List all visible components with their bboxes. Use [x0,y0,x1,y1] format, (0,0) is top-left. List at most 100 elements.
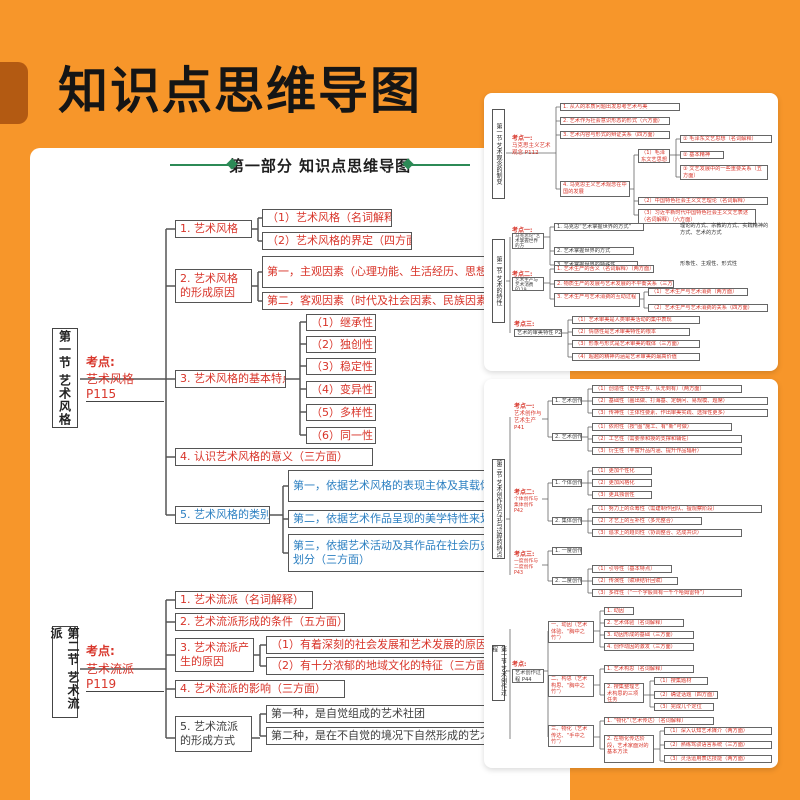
s1-item-4: 4. 认识艺术风格的意义（三方面） [175,448,373,466]
thumb1-s1-more-1: （2）中国特色社会主义文艺理论（名词解释） [638,197,768,205]
thumb2-s4-ga-4: 4. 创作动因的激发（三方面） [604,643,694,651]
s2-item-1: 1. 艺术流派（名词解释） [175,591,313,609]
thumb2-section-3: 第三节 艺术创作的方式与过程的特点 [492,459,505,559]
thumb2-g2-sub-6: （3）追求上的趋同性（协调整合、达成共识） [592,529,742,537]
thumb2-s4-gb2-3: （3）完成几个定位 [654,703,714,711]
thumbnail-page-1: 第一节 艺术观念的制变 考点一: 马克思主义艺术观念 P112 1. 从人的本质… [484,93,778,371]
thumb2-g2-2: 2. 集体创作 [552,517,582,525]
page-header-title: 第一部分 知识点思维导图 [228,156,412,175]
thumb1-s1-more-2: （3）习近平新时代中国特色社会主义文艺表述（名词解释）（六方面） [638,209,756,224]
thumb2-g2-sub-1: （1）更加个性化 [592,467,652,475]
thumb2-s4-ga-2: 2. 艺术体验（名词解释） [604,619,684,627]
thumb1-s2-k1-item-1: 1. 马克思“艺术掌握世界的方式” [554,223,644,231]
section-title-2: 第二节 艺术流派 [49,626,80,718]
thumb1-s2-k2-sub-1: （1）艺术生产与艺术消费（两方面） [648,288,748,296]
thumb2-s4-ga-1: 1. 动因 [604,607,634,615]
thumb2-s4-gb2-2: （2）确证话题（四方面） [654,691,718,699]
s2-item-5-sub-1: 第一种，是自觉组成的艺术社团 [266,705,486,723]
s1-item-3-sub-4: （4）变异性 [306,381,376,398]
thumb1-s2-k2-item-3: 3. 艺术生产与艺术消费的互动过程 [554,293,640,307]
banner-title: 知识点思维导图 [58,62,422,120]
thumb1-s1-mao-sub-3: ③ 文艺发展中的一些重要关系（五方面） [680,165,768,180]
thumb2-g2-1: 1. 个体创作 [552,479,582,487]
thumb2-s4-g-1: 一、动因（艺术体验、“胸中之竹”） [548,621,594,643]
s1-item-3-sub-3: （3）稳定性 [306,358,376,375]
section-title-1: 第一节 艺术风格 [52,328,78,428]
thumb1-s1-mao-sub-2: ② 基本精神 [680,151,724,159]
page-header: 第一部分 知识点思维导图 [170,154,470,176]
thumb1-s2-k1-note-1: 理论的方式、宗教的方式、实践精神的方式、艺术的方式 [680,223,769,236]
thumb1-s2-kd1-label: 考点一: [512,227,533,234]
thumb1-s1-mao: （1）毛泽东文艺思想 [638,149,670,163]
thumb2-kd1-label: 考点一: [514,403,535,410]
thumb1-s1-kd-label: 考点一: [512,135,533,142]
s1-item-1-sub-2: （2）艺术风格的界定（四方面） [262,232,412,250]
thumb2-s4-g-2: 二、构思（艺术构思、“胸中之竹”） [548,675,594,697]
thumb1-s2-k3-item-3: （3）形象与形式是艺术审美的载体（三方面） [572,340,700,348]
thumb2-s4-g-3: 三、物化（艺术传达、“手中之竹”） [548,725,594,747]
thumb1-s2-k3-item-4: （4）超越的精神内涵是艺术审美的最高价值 [572,353,700,361]
thumb1-s1-item-3: 3. 艺术内容与形式的辩证关系（四方面） [560,131,670,139]
thumb2-s4-gc-2: 2. 在物化传达阶段，艺术家面对的基本方法 [604,735,654,763]
thumb1-s1-kd-value: 马克思主义艺术观念 P112 [512,143,551,156]
s1-item-3-sub-6: （6）同一性 [306,427,376,444]
thumb1-s2-kd2-value: 艺术生产与艺术消费 P119 [512,277,544,291]
thumb1-s2-kd3-label: 考点三: [514,321,535,328]
thumb2-g1-1: 1. 艺术创作 [552,397,582,405]
thumb2-g3-sub-3: （3）多样性（“一个字骰目有一千个哈姆雷特”） [592,589,742,597]
s1-item-2: 2. 艺术风格的形成原因 [175,269,252,303]
thumb2-kd2-label: 考点二: [514,489,535,496]
thumb1-s1-item-2: 2. 艺术作为社会意识形态的形式（六方面） [560,117,670,125]
thumb2-s4-kd-value: 艺术创作过程 P44 [512,669,544,683]
thumb2-g2-sub-3: （3）更具独创性 [592,491,652,499]
thumb2-g3-sub-1: （1）引导性（基本特点） [592,565,672,573]
thumb2-g1-sub-3: （3）传神性（主体性要素、作出审美实践、选择性更多） [592,409,768,417]
thumb1-s1-item-4: 4. 马克思主义艺术观念在中国的发展 [560,181,630,197]
thumb2-g2-sub-4: （1）努力上的众筹性（需建制作团队、擅观察阶段） [592,505,762,513]
thumb2-s4-gc2-1: （1）深入认知艺术媒介（两方面） [664,727,772,735]
s1-item-1: 1. 艺术风格 [175,220,252,238]
thumb1-s2-k2-item-1: 1. 艺术生产的含义（名词解释）（两方面） [554,265,654,273]
s1-item-5: 5. 艺术风格的类别 [175,506,270,524]
thumb2-kd2-value: 个体创作与集体创作 P42 [514,497,538,514]
thumb2-g1-sub-2: （2）基础性（画出做、打海基、定朝问、易规模、题席） [592,397,768,405]
thumb2-s4-kd-label: 考点: [512,661,527,668]
thumb1-s1-mao-sub-1: ① 毛泽东文艺思想（名词解释） [680,135,772,143]
left-tab-marker [0,62,28,124]
thumb1-s2-kd3-value: 艺术的审美特性 P22 [514,329,562,337]
s1-item-3: 3. 艺术风格的基本特点 [175,370,286,388]
s1-item-3-sub-1: （1）继承性 [306,314,376,331]
thumb2-s4-gc2-3: （3）灵活运用表达技能（两方面） [664,755,772,763]
s2-item-4: 4. 艺术流派的影响（三方面） [175,680,345,698]
s1-item-3-sub-2: （2）独创性 [306,336,376,353]
thumb1-s2-k3-item-1: （1）艺术审美是人类审美活动的集中表现 [572,316,700,324]
thumb2-g3-2: 2. 二度创作 [552,577,582,585]
s2-item-5: 5. 艺术流派的形成方式 [175,716,252,752]
thumb2-s4-gb2-1: （1）搜集题材 [654,677,708,685]
thumb2-g2-sub-5: （2）才艺上的互补性（多元整合） [592,517,702,525]
thumb2-g1-sub-1: （1）创造性（史学生存、从无到有）（两方面） [592,385,742,393]
section-2-kd-value: 艺术流派 P119 [86,660,164,692]
thumb2-g3-sub-2: （2）传演性（赋续结针回赋） [592,577,678,585]
thumb2-g2-sub-2: （2）更加风格化 [592,479,652,487]
thumb1-s2-k1-note-2: 形象性、主观性、形式性 [680,261,738,267]
thumb1-s2-k2-sub-2: （2）艺术生产与艺术消费的关系（四方面） [648,304,768,312]
thumb1-s2-k1-item-2: 2. 艺术掌握世界的方式 [554,247,634,255]
thumb1-s2-kd2-label: 考点二: [512,271,533,278]
section-1-kd-value: 艺术风格 P115 [86,370,164,402]
header-rule-left [170,164,230,166]
s1-item-3-sub-5: （5）多样性 [306,404,376,421]
thumb2-g1-sub-5: （2）工艺性（需要亲和授的支撑和辅佐） [592,435,742,443]
thumbnail-page-2: 第三节 艺术创作的方式与过程的特点 考点一: 艺术创作与艺术生产P41 1. 艺… [484,379,778,768]
thumb1-s2-k2-item-2: 2. 物质生产的发展与艺术发展的不平衡关系（三方面） [554,280,674,288]
thumb2-s4-gb-2: 2. 搜集整理艺术构思的三项任务 [604,683,644,703]
s2-item-3-sub-1: （1）有着深刻的社会发展和艺术发展的原因 [266,636,556,654]
thumb2-g1-2: 2. 艺术创作 [552,433,582,441]
thumb2-g1-sub-4: （1）依附性（按“图”施工、有“新”可做） [592,423,732,431]
thumb2-g1-sub-6: （3）衍生性（丰富升品内涵、提升作品辐射） [592,447,742,455]
thumb2-kd3-value: 一度创作与二度创作 P43 [514,559,538,576]
thumb1-s2-kd1-value: 马克思论“艺术掌握世界的方式”P114 [512,233,544,249]
thumb2-s4-ga-3: 3. 动因形成的基础（三方面） [604,631,694,639]
thumb2-kd1-value: 艺术创作与艺术生产P41 [514,411,542,431]
section-2-kd-label: 考点: [86,644,115,658]
